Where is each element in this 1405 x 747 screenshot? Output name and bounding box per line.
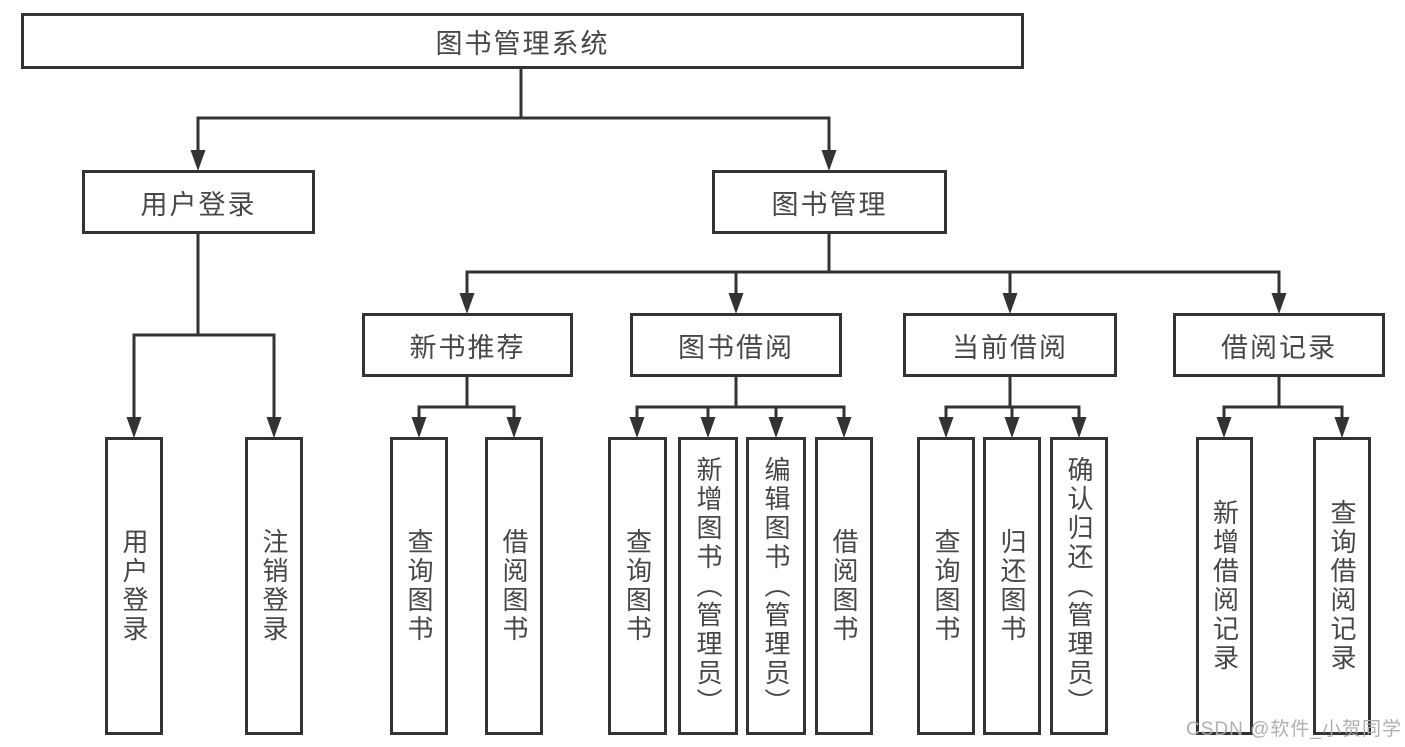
leaf-newbook-query-books-label: 查询图书	[404, 528, 434, 644]
csdn-watermark: CSDN @软件_小贺同学	[1186, 719, 1402, 740]
node-current-borrowing: 当前借阅	[903, 313, 1117, 377]
leaf-logout: 注销登录	[245, 437, 303, 735]
borrow-split-arrowhead-2	[700, 417, 716, 438]
leaf-current-query-books-label: 查询图书	[931, 528, 961, 644]
node-book-management-label: 图书管理	[771, 189, 888, 220]
leaf-query-borrow-record: 查询借阅记录	[1313, 437, 1371, 735]
leaf-logout-label: 注销登录	[259, 528, 289, 644]
leaf-newbook-borrow-books-label: 借阅图书	[499, 528, 529, 644]
node-current-borrowing-label: 当前借阅	[952, 332, 1068, 363]
mgmt-split-arrowhead-4	[1271, 293, 1287, 314]
node-book-borrowing: 图书借阅	[630, 313, 842, 377]
leaf-current-query-books: 查询图书	[917, 437, 975, 735]
mgmt-split-arrowhead-1	[459, 293, 475, 314]
leaf-user-login: 用户登录	[105, 437, 163, 735]
leaf-newbook-query-books: 查询图书	[390, 437, 448, 735]
node-borrow-records-label: 借阅记录	[1221, 332, 1337, 363]
current-split-arrowhead-2	[1004, 417, 1020, 438]
borrow-split-arrowhead-1	[629, 417, 645, 438]
leaf-newbook-borrow-books: 借阅图书	[485, 437, 543, 735]
mgmt-split-arrowhead-3	[1002, 293, 1018, 314]
records-split-arrowhead-2	[1334, 417, 1350, 438]
node-root-label: 图书管理系统	[435, 28, 610, 59]
leaf-user-login-label: 用户登录	[119, 528, 149, 644]
mgmt-split-arrowhead-2	[728, 293, 744, 314]
borrow-split-arrowhead-3	[768, 417, 784, 438]
leaf-return-books: 归还图书	[983, 437, 1041, 735]
current-split-arrowhead-1	[938, 417, 954, 438]
node-new-book-recommend: 新书推荐	[362, 313, 573, 377]
leaf-add-books-admin-label: 新增图书（管理员）	[693, 455, 723, 717]
leaf-borrow-query-books: 查询图书	[608, 437, 667, 735]
borrow-split-arrowhead-4	[836, 417, 852, 438]
root-split-arrowhead-2	[821, 150, 837, 171]
node-user-login-label: 用户登录	[140, 189, 257, 220]
leaf-return-books-label: 归还图书	[997, 528, 1027, 644]
leaf-borrow-books: 借阅图书	[815, 437, 873, 735]
login-split-arrowhead-1	[126, 417, 142, 438]
newbook-split-arrowhead-1	[411, 417, 427, 438]
leaf-add-borrow-record: 新增借阅记录	[1196, 437, 1253, 735]
node-user-login: 用户登录	[82, 170, 315, 234]
leaf-add-borrow-record-label: 新增借阅记录	[1209, 499, 1240, 673]
leaf-query-borrow-record-label: 查询借阅记录	[1327, 499, 1357, 673]
records-split-arrowhead-1	[1216, 417, 1232, 438]
node-root: 图书管理系统	[21, 13, 1024, 69]
current-split-arrowhead-3	[1071, 417, 1087, 438]
leaf-confirm-return-admin-label: 确认归还（管理员）	[1064, 455, 1094, 717]
leaf-borrow-query-books-label: 查询图书	[622, 528, 653, 644]
node-book-borrowing-label: 图书借阅	[678, 332, 794, 363]
leaf-add-books-admin: 新增图书（管理员）	[678, 437, 738, 735]
leaf-borrow-books-label: 借阅图书	[829, 528, 859, 644]
node-book-management: 图书管理	[712, 170, 947, 234]
leaf-confirm-return-admin: 确认归还（管理员）	[1050, 437, 1108, 735]
leaf-edit-books-admin: 编辑图书（管理员）	[746, 437, 806, 735]
newbook-split-arrowhead-2	[506, 417, 522, 438]
root-split-arrowhead-1	[190, 150, 206, 171]
login-split-arrowhead-2	[266, 417, 282, 438]
node-borrow-records: 借阅记录	[1173, 313, 1385, 377]
leaf-edit-books-admin-label: 编辑图书（管理员）	[761, 455, 791, 717]
node-new-book-recommend-label: 新书推荐	[409, 332, 526, 363]
